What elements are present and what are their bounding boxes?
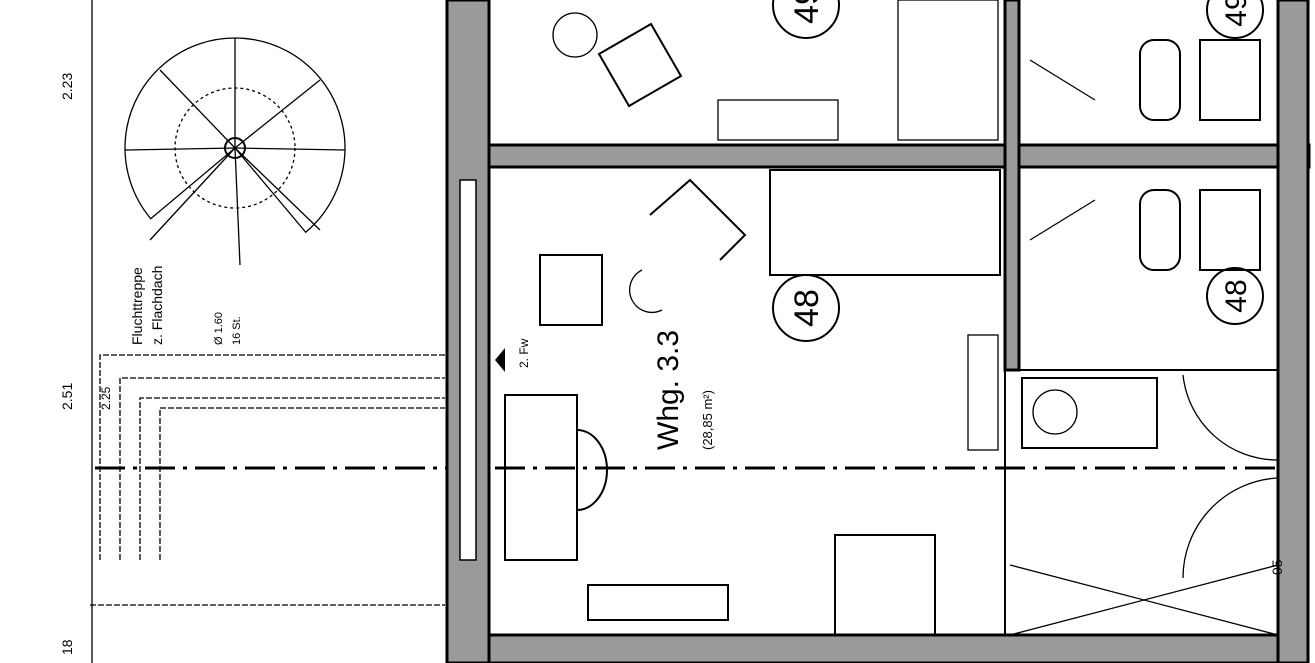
exterior-wall — [1276, 0, 1310, 663]
window[interactable] — [459, 179, 477, 561]
partition-wall — [487, 143, 1311, 169]
partition-wall — [487, 633, 1281, 663]
unit-label: Whg. 3.3 — [652, 330, 685, 450]
stair-label: z. Flachdach — [149, 266, 165, 345]
window-label: 2. Fw — [517, 338, 531, 368]
dimension-label: 2.23 — [59, 73, 75, 100]
bathroom-fixtures — [1009, 39, 1279, 636]
bathroom-wall — [1003, 0, 1021, 372]
room-number-text: 49 — [1220, 0, 1253, 27]
north-arrow-icon — [495, 348, 505, 372]
stair-label: Fluchttreppe — [129, 267, 145, 345]
stair-note: Ø 1.60 — [213, 312, 225, 345]
room-number-48: 48 — [772, 274, 840, 342]
furniture — [504, 0, 1158, 636]
room-number-49: 49 — [772, 0, 840, 39]
room-number-text: 49 — [788, 0, 826, 24]
roof-outline — [99, 354, 445, 560]
dimension-label: 18 — [59, 639, 75, 655]
unit-area: (28,85 m²) — [700, 390, 715, 450]
room-number-48-bath: 48 — [1206, 267, 1264, 325]
room-number-49-bath: 49 — [1206, 0, 1264, 39]
stair-note: 16 St. — [231, 316, 243, 345]
spiral-stair — [124, 37, 346, 266]
dimension-label: 05 — [1269, 559, 1285, 575]
dimension-label: 2.25 — [99, 386, 113, 410]
dimension-label: 2.51 — [59, 383, 75, 410]
room-number-text: 48 — [788, 289, 826, 327]
room-number-text: 48 — [1220, 279, 1253, 312]
